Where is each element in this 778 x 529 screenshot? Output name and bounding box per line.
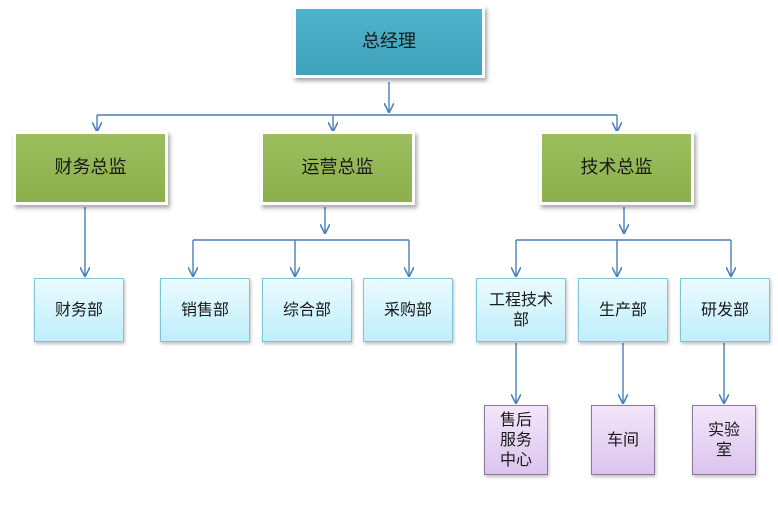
finance-department-box: 财务部 <box>34 278 124 342</box>
general-manager-label: 总经理 <box>362 30 416 52</box>
workshop-box: 车间 <box>591 405 655 475</box>
procurement-department-box: 采购部 <box>363 278 453 342</box>
rnd-department-box: 研发部 <box>680 278 770 342</box>
rnd-department-label: 研发部 <box>700 300 749 319</box>
procurement-department-label: 采购部 <box>383 300 432 319</box>
laboratory-box: 实验 室 <box>692 405 756 475</box>
engineering-department-label: 工程技术 部 <box>488 290 553 329</box>
after-sales-center-box: 售后 服务 中心 <box>484 405 548 475</box>
sales-department-box: 销售部 <box>160 278 250 342</box>
sales-department-label: 销售部 <box>180 300 229 319</box>
after-sales-center-label: 售后 服务 中心 <box>499 410 532 469</box>
workshop-label: 车间 <box>606 430 639 449</box>
technical-director-label: 技术总监 <box>580 156 653 178</box>
engineering-department-box: 工程技术 部 <box>476 278 566 342</box>
general-affairs-department-label: 综合部 <box>282 300 331 319</box>
operations-director-label: 运营总监 <box>301 156 374 178</box>
operations-director-box: 运营总监 <box>260 131 415 205</box>
finance-department-label: 财务部 <box>54 300 103 319</box>
finance-director-label: 财务总监 <box>54 156 127 178</box>
production-department-box: 生产部 <box>578 278 668 342</box>
production-department-label: 生产部 <box>598 300 647 319</box>
general-affairs-department-box: 综合部 <box>262 278 352 342</box>
finance-director-box: 财务总监 <box>13 131 168 205</box>
laboratory-label: 实验 室 <box>707 420 740 459</box>
technical-director-box: 技术总监 <box>539 131 694 205</box>
general-manager-box: 总经理 <box>293 6 485 78</box>
